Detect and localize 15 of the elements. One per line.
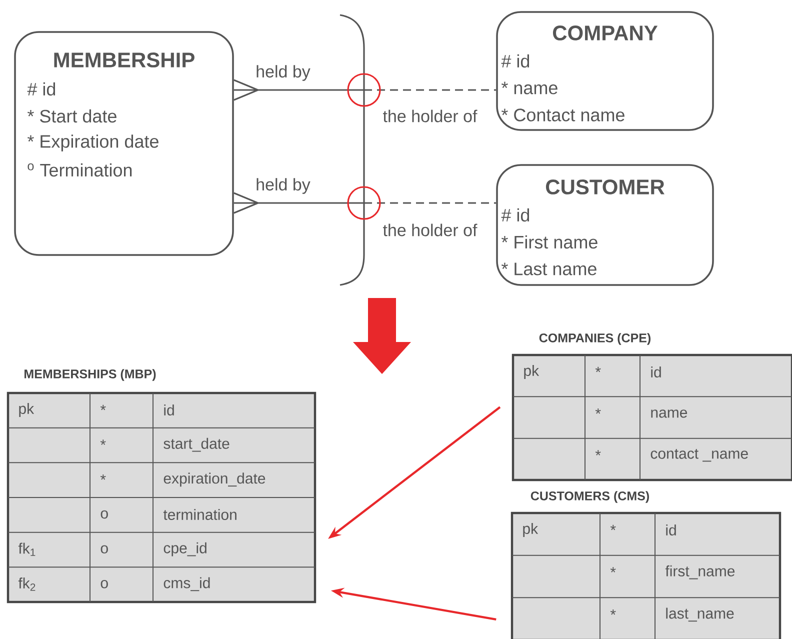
- relationship-line: [233, 73, 496, 107]
- edge-label: held by: [254, 177, 312, 195]
- entity-box: MEMBERSHIP # id * Start date * Expiration date $^{o}$ Termination: [14, 31, 234, 256]
- node-label: MEMBERSHIPS (MBP): [24, 369, 156, 381]
- entity-box: CUSTOMER # id * First name * Last name: [496, 164, 714, 286]
- role-label: the holder of: [382, 222, 478, 238]
- node-label: COMPANIES (CPE): [539, 333, 651, 345]
- table: MEMBERSHIPS (MBP) pk * id * start_date * expiration_date o termination fk$_{1}$ o cpe_id fk$_{2}$ o cms_id: [6, 369, 316, 604]
- edge-label: held by: [254, 64, 312, 82]
- role-label: the holder of: [382, 108, 478, 124]
- node-label: CUSTOMERS (CMS): [530, 491, 649, 503]
- table: CUSTOMERS (CMS) pk * id * first_name * last_name: [510, 491, 782, 639]
- entity-box: COMPANY # id * name * Contact name: [496, 11, 714, 131]
- relationship-line: [233, 186, 496, 220]
- table: COMPANIES (CPE) pk * id * name * contact _name: [512, 333, 792, 482]
